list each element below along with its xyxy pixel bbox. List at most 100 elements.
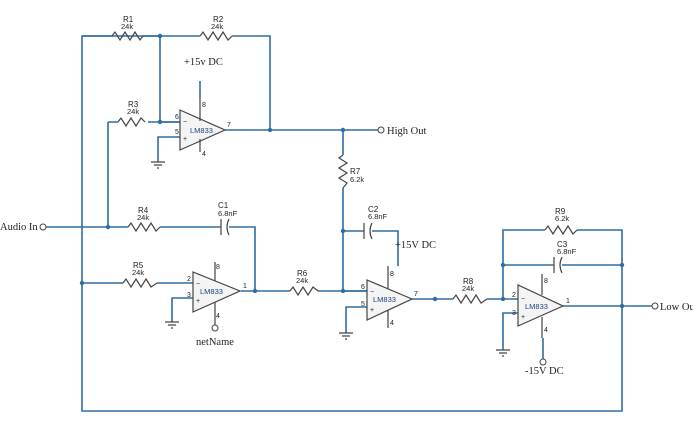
pin-label: 8 (216, 264, 220, 271)
vneg-supply-label: -15V DC (525, 366, 564, 377)
plus-sign: + (196, 298, 200, 305)
pin-label: 8 (544, 278, 548, 285)
junction-dot (267, 127, 273, 133)
plus-sign: + (183, 136, 187, 143)
junction-dot (500, 262, 506, 268)
resistor-r4: R4 24k (127, 206, 161, 233)
plus-sign: + (370, 307, 374, 314)
opamp-u2: LM833 2 3 1 8 4 − + (187, 262, 247, 325)
pin-label: 6 (175, 114, 179, 121)
minus-sign: − (521, 296, 525, 303)
capacitor-value: 6.8nF (218, 209, 238, 218)
junction-dot (79, 280, 85, 286)
capacitor-value: 6.8nF (368, 212, 388, 221)
minus-sign: − (183, 119, 187, 126)
resistor-ref: R7 (350, 167, 361, 176)
capacitor-c2: C2 6.8nF (362, 205, 388, 240)
resistor-r3: R3 24k (117, 100, 146, 128)
pin-label: 1 (566, 298, 570, 305)
resistor-ref: R9 (555, 207, 566, 216)
pin-label: 3 (512, 310, 516, 317)
resistor-ref: R2 (213, 15, 224, 24)
net-name-terminal[interactable] (211, 324, 219, 332)
pin-label: 3 (187, 292, 191, 299)
junction-dot (157, 33, 163, 39)
resistor-value: 24k (137, 213, 149, 222)
junction-dot (340, 288, 346, 294)
high-out-label: High Out (387, 126, 426, 137)
capacitor-c1: C1 6.8nF (218, 201, 238, 236)
resistor-r7: R7 6.2k (337, 154, 364, 189)
pin-label: 5 (361, 301, 365, 308)
vpos-supply-label: +15V DC (395, 240, 436, 251)
pin-label: 6 (361, 284, 365, 291)
pin-label: 2 (512, 292, 516, 299)
resistor-r1: R1 24k (111, 15, 144, 42)
wires (46, 35, 652, 412)
vpos-supply-label: +15v DC (184, 57, 223, 68)
ground-icon (496, 349, 510, 357)
high-out-terminal[interactable] (377, 126, 385, 134)
opamp-u3: LM833 6 5 7 8 4 − + (361, 266, 418, 328)
capacitor-value: 6.8nF (557, 247, 577, 256)
resistor-value: 6.2k (555, 214, 569, 223)
plus-sign: + (521, 314, 525, 321)
low-out-label: Low Out (660, 302, 693, 313)
resistor-value: 24k (127, 107, 139, 116)
resistor-value: 24k (296, 276, 308, 285)
opamp-part-label: LM833 (525, 302, 548, 311)
pin-label: 4 (202, 151, 206, 158)
resistor-value: 24k (132, 268, 144, 277)
opamp-part-label: LM833 (190, 126, 213, 135)
pin-label: 8 (202, 102, 206, 109)
vneg-terminal[interactable] (539, 358, 547, 366)
pin-label: 2 (187, 276, 191, 283)
capacitor-ref: C2 (368, 205, 379, 214)
capacitor-ref: C3 (557, 240, 568, 249)
resistor-value: 24k (462, 284, 474, 293)
pin-label: 7 (414, 291, 418, 298)
resistor-ref: R8 (463, 277, 474, 286)
pin-label: 4 (216, 313, 220, 320)
low-out-terminal[interactable] (651, 302, 659, 310)
resistor-value: 24k (211, 22, 223, 31)
audio-in-terminal[interactable] (39, 223, 47, 231)
junction-dot (500, 296, 506, 302)
minus-sign: − (370, 289, 374, 296)
net-name-label: netName (196, 337, 234, 348)
resistor-r6: R6 24k (289, 269, 319, 297)
resistor-r5: R5 24k (122, 261, 158, 289)
capacitor-c3: C3 6.8nF (552, 240, 577, 274)
capacitor-ref: C1 (218, 201, 229, 210)
pin-label: 1 (243, 283, 247, 290)
resistor-ref: R6 (297, 269, 308, 278)
ground-icon (151, 161, 165, 169)
resistor-ref: R5 (133, 261, 144, 270)
junction-dot (157, 119, 163, 125)
junction-dot (252, 288, 258, 294)
resistor-ref: R4 (138, 206, 149, 215)
junction-dot (619, 303, 625, 309)
resistor-r9: R9 6.2k (544, 207, 578, 236)
opamp-part-label: LM833 (373, 295, 396, 304)
pin-label: 8 (390, 271, 394, 278)
opamp-u1: LM833 6 5 7 8 4 − + (175, 98, 231, 158)
resistor-r8: R8 24k (452, 277, 488, 305)
ground-icon (165, 321, 179, 329)
opamp-u4: LM833 2 3 1 8 4 − + (512, 274, 570, 338)
junction-dot (340, 228, 346, 234)
junction-dot (432, 296, 438, 302)
opamp-part-label: LM833 (200, 287, 223, 296)
junction-dot (619, 262, 625, 268)
resistor-ref: R1 (123, 15, 134, 24)
resistor-ref: R3 (128, 100, 139, 109)
junction-dot (105, 224, 111, 230)
junctions (79, 33, 625, 309)
ground-icon (339, 332, 353, 340)
junction-dot (340, 127, 346, 133)
minus-sign: − (196, 281, 200, 288)
resistor-value: 6.2k (350, 175, 364, 184)
pin-label: 5 (175, 129, 179, 136)
audio-in-label: Audio In (0, 222, 38, 233)
